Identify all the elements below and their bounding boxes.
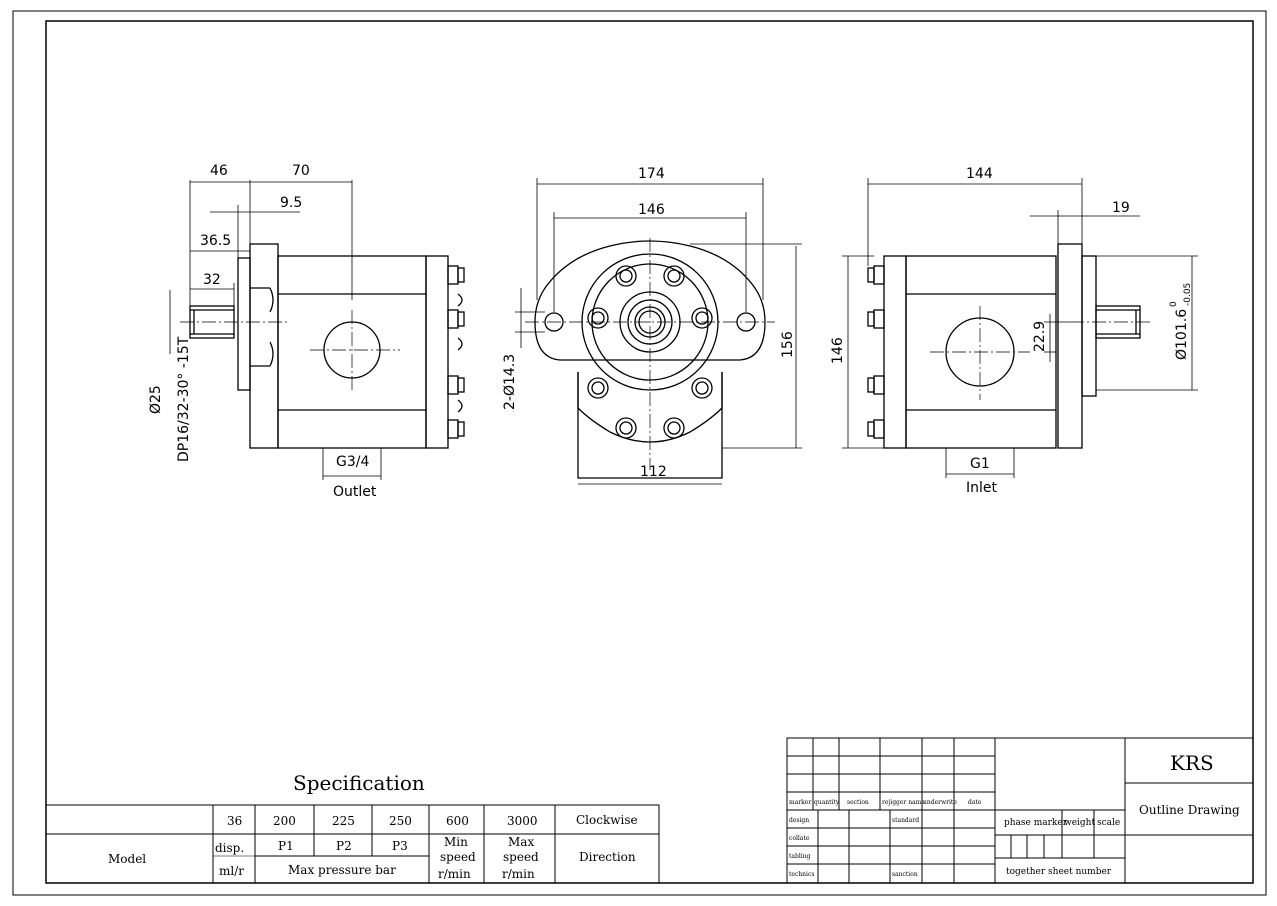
spec-min-unit: r/min xyxy=(438,867,471,881)
tb-standard: standard xyxy=(892,817,919,824)
company-name: KRS xyxy=(1170,751,1214,775)
tb-header-date: date xyxy=(968,799,982,806)
outlet-label: Outlet xyxy=(333,484,377,500)
drawing-title: Outline Drawing xyxy=(1139,803,1240,817)
tb-role-tabling: tabling xyxy=(789,853,811,860)
tb-role-technics: technics xyxy=(789,871,814,878)
front-view-centerlines xyxy=(525,238,775,470)
spec-cell-min-speed: 600 xyxy=(446,814,469,828)
side-view-centerlines xyxy=(180,310,400,390)
spec-title: Specification xyxy=(293,771,425,795)
spec-cell-p1: 200 xyxy=(273,814,296,828)
tb-header-underwrite: underwrite xyxy=(923,799,957,806)
dim-9-5: 9.5 xyxy=(280,195,302,211)
rear-view-dimension-lines xyxy=(842,178,1198,478)
front-view-dimension-lines xyxy=(515,178,802,485)
spec-cell-direction: Clockwise xyxy=(576,813,638,827)
spec-cell-p3: 250 xyxy=(389,814,412,828)
spec-min-label: Min xyxy=(444,835,468,849)
tb-header-quantity: quantity xyxy=(814,799,840,806)
tb-sheet-number: together sheet number xyxy=(1006,867,1112,877)
spec-disp-label: disp. xyxy=(215,841,244,855)
title-block-grid xyxy=(786,737,1254,884)
tb-sanction: sanction xyxy=(892,871,918,878)
dim-174: 174 xyxy=(638,166,665,182)
dim-146-rear: 146 xyxy=(830,337,846,364)
tb-header-section: section xyxy=(847,799,869,806)
tb-role-collate: collate xyxy=(789,835,810,842)
tb-role-design: design xyxy=(789,817,809,824)
side-view-dimension-lines xyxy=(169,180,382,480)
side-view xyxy=(189,243,465,449)
spec-cell-p2: 225 xyxy=(332,814,355,828)
rear-view-centerlines xyxy=(930,306,1150,400)
dim-19: 19 xyxy=(1112,200,1130,216)
tb-header-marker: marker xyxy=(789,799,811,806)
tolerance-upper: 0 xyxy=(1169,301,1179,307)
dim-144: 144 xyxy=(966,166,993,182)
dim-32: 32 xyxy=(203,272,221,288)
spec-cell-max-speed: 3000 xyxy=(507,814,538,828)
spec-model-label: Model xyxy=(108,852,146,866)
spec-p2-label: P2 xyxy=(336,839,352,853)
spec-p1-label: P1 xyxy=(278,839,294,853)
tb-scale: scale xyxy=(1097,818,1120,828)
tb-weight: weight xyxy=(1064,818,1095,828)
spec-min-speed-label: speed xyxy=(440,850,476,864)
spec-disp-unit: ml/r xyxy=(219,864,244,878)
dim-22-9: 22.9 xyxy=(1032,321,1048,352)
inlet-label: Inlet xyxy=(966,480,998,496)
tb-phase-marker: phase marker xyxy=(1004,818,1068,828)
dim-36-5: 36.5 xyxy=(200,233,231,249)
spec-direction-label: Direction xyxy=(579,850,636,864)
dim-mounting-holes: 2-Ø14.3 xyxy=(502,354,518,410)
tb-header-rejigger: rejigger name xyxy=(882,799,925,806)
dim-70: 70 xyxy=(292,163,310,179)
dim-156: 156 xyxy=(780,331,796,358)
dim-46: 46 xyxy=(210,163,228,179)
spec-row-1: 36 200 225 250 600 3000 Clockwise xyxy=(227,813,638,828)
spec-p3-label: P3 xyxy=(392,839,408,853)
spec-cell-disp: 36 xyxy=(227,814,242,828)
rear-view xyxy=(867,243,1141,449)
inner-border xyxy=(45,20,1254,884)
outer-border xyxy=(12,10,1267,896)
spec-max-unit: r/min xyxy=(502,867,535,881)
spec-max-label: Max xyxy=(508,835,534,849)
dim-112: 112 xyxy=(640,464,667,480)
spec-table-grid xyxy=(45,804,660,884)
tolerance-lower: -0.05 xyxy=(1183,283,1193,306)
outlet-port-size: G3/4 xyxy=(336,454,369,470)
dim-diameter-25: Ø25 xyxy=(148,385,164,414)
dim-146-front: 146 xyxy=(638,202,665,218)
spec-max-pressure-label: Max pressure bar xyxy=(288,863,396,877)
spec-max-speed-label: speed xyxy=(503,850,539,864)
inlet-port-size: G1 xyxy=(970,456,990,472)
dim-diameter-101-6: Ø101.6 xyxy=(1174,309,1190,360)
spline-spec: DP16/32-30° -15T xyxy=(176,336,192,462)
